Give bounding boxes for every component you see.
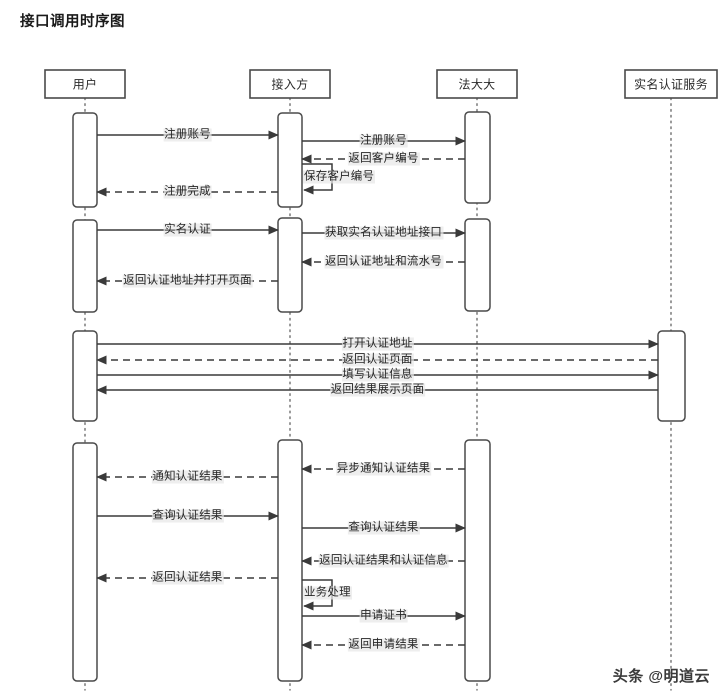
message-label-m20: 业务处理 xyxy=(303,586,352,600)
activation-bars-group xyxy=(72,111,686,682)
message-label-m21: 申请证书 xyxy=(359,609,408,623)
activation-bar-user-6 xyxy=(72,330,98,422)
message-label-m15: 通知认证结果 xyxy=(151,470,224,484)
actor-box-fadada[interactable] xyxy=(436,69,518,99)
watermark: 头条 @明道云 xyxy=(612,668,710,685)
activation-bar-fadada-5 xyxy=(464,218,491,312)
message-label-m18: 返回认证结果和认证信息 xyxy=(318,554,449,568)
actor-boxes-group xyxy=(44,69,718,99)
message-label-m2: 注册账号 xyxy=(359,134,408,148)
actor-label-user: 用户 xyxy=(72,77,98,92)
activation-bar-user-0 xyxy=(72,112,98,208)
activation-bar-user-8 xyxy=(72,442,98,682)
actor-box-integrator[interactable] xyxy=(249,69,331,99)
activation-bar-integrator-1 xyxy=(277,112,303,208)
activation-bar-auth_service-7 xyxy=(657,330,686,422)
message-label-m17: 查询认证结果 xyxy=(347,521,420,535)
message-label-m16: 查询认证结果 xyxy=(151,509,224,523)
activation-bar-fadada-10 xyxy=(464,439,491,682)
message-label-m14: 异步通知认证结果 xyxy=(335,462,432,476)
actor-box-auth_service[interactable] xyxy=(624,69,718,99)
message-label-m3: 返回客户编号 xyxy=(347,152,420,166)
activation-bar-fadada-2 xyxy=(464,111,491,204)
message-label-m9: 返回认证地址并打开页面 xyxy=(122,274,253,288)
activation-bar-integrator-9 xyxy=(277,439,303,682)
message-label-m6: 实名认证 xyxy=(163,223,212,237)
message-label-m5: 注册完成 xyxy=(163,185,212,199)
message-label-m12: 填写认证信息 xyxy=(341,368,414,382)
message-label-m13: 返回结果展示页面 xyxy=(329,383,426,397)
message-label-m4: 保存客户编号 xyxy=(303,170,376,184)
message-label-m22: 返回申请结果 xyxy=(347,638,420,652)
message-label-m11: 返回认证页面 xyxy=(341,353,414,367)
actor-label-fadada: 法大大 xyxy=(458,77,496,92)
message-label-m7: 获取实名认证地址接口 xyxy=(324,226,443,240)
activation-bar-integrator-4 xyxy=(277,217,303,313)
actor-label-auth_service: 实名认证服务 xyxy=(634,77,708,92)
page-title: 接口调用时序图 xyxy=(20,14,125,30)
actor-box-user[interactable] xyxy=(44,69,126,99)
activation-bar-user-3 xyxy=(72,219,98,313)
message-label-m8: 返回认证地址和流水号 xyxy=(324,255,443,269)
message-label-m1: 注册账号 xyxy=(163,128,212,142)
actor-label-integrator: 接入方 xyxy=(271,77,309,92)
message-label-m10: 打开认证地址 xyxy=(341,337,414,351)
message-label-m19: 返回认证结果 xyxy=(151,571,224,585)
